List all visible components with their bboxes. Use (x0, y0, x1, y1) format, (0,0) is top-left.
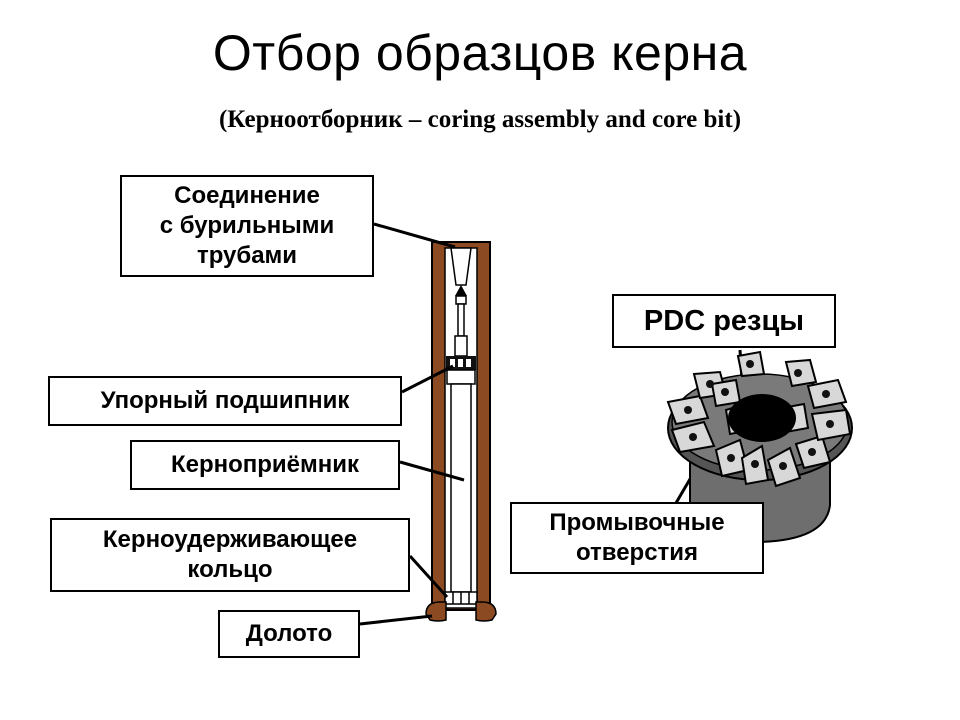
label-line: трубами (196, 242, 298, 269)
label-line: кольцо (187, 556, 273, 583)
label-line: Промывочные (549, 509, 725, 536)
label-thrust-bearing: Упорный подшипник (48, 376, 402, 426)
label-text: Керноприёмник (170, 451, 360, 478)
label-line: Соединение (174, 182, 320, 209)
pdc-core-bit-illustration (666, 350, 853, 544)
label-text: Упорный подшипник (100, 387, 350, 414)
label-core-catcher: Керноудерживающее кольцо (50, 518, 410, 592)
label-text: PDC резцы (643, 304, 805, 337)
label-core-barrel: Керноприёмник (130, 440, 400, 490)
label-drill-pipe-connection: Соединение с бурильными трубами (120, 175, 374, 277)
label-flushing-ports: Промывочные отверстия (510, 502, 764, 574)
label-line: Керноудерживающее (102, 526, 358, 553)
leader-lines (359, 222, 744, 626)
core-barrel-illustration (425, 241, 497, 622)
label-text: Долото (245, 620, 333, 647)
label-line: с бурильными (159, 212, 335, 239)
label-bit: Долото (218, 610, 360, 658)
label-pdc-cutters: PDC резцы (612, 294, 836, 348)
page-title: Отбор образцов керна (212, 25, 748, 81)
label-line: отверстия (575, 539, 699, 566)
page-subtitle: (Керноотборник – coring assembly and cor… (218, 106, 742, 133)
